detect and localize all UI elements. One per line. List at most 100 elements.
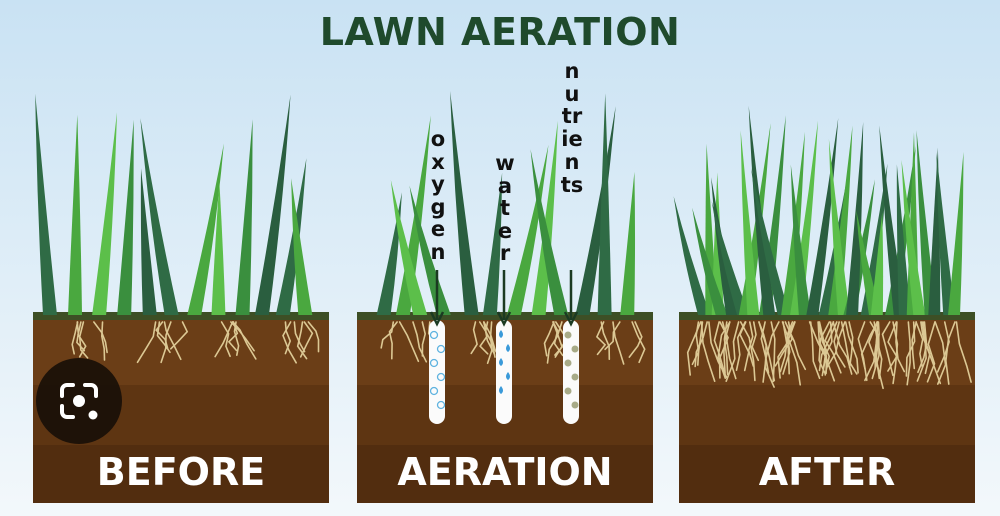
soil-bottom-layer (357, 445, 653, 503)
root (543, 321, 555, 357)
grass-blade (35, 93, 58, 315)
lens-search-icon (60, 383, 98, 420)
root (232, 321, 257, 360)
root (926, 321, 936, 383)
grass-blade (936, 152, 956, 315)
tube-water (496, 270, 512, 424)
grass-blade (531, 120, 558, 316)
turf-strip (33, 312, 329, 320)
grass-blade (68, 114, 83, 315)
oxygen-bubble (436, 344, 446, 354)
root (307, 321, 320, 353)
grass (35, 93, 313, 316)
root (762, 321, 780, 383)
root (818, 321, 831, 374)
tube-oxygen (429, 270, 446, 424)
root (868, 321, 884, 390)
grass-blade (916, 130, 937, 315)
root (936, 321, 950, 373)
root (77, 321, 87, 358)
grass-blade (409, 185, 451, 315)
roots (686, 321, 972, 390)
nutrient-dot (571, 345, 579, 353)
roots (71, 321, 320, 364)
root (887, 321, 898, 372)
root (694, 321, 708, 368)
root (293, 321, 306, 353)
grass-blade (620, 171, 636, 315)
root (486, 321, 493, 365)
root (895, 321, 906, 373)
grass-blade (692, 207, 728, 315)
root (758, 321, 776, 382)
grass-blade (806, 118, 839, 315)
root (934, 321, 947, 385)
root (723, 321, 729, 376)
root (695, 321, 700, 366)
nutrient-dot (564, 359, 572, 367)
root (917, 321, 928, 374)
root (739, 321, 750, 372)
grass-blade (140, 168, 157, 315)
oxygen-bubble (436, 400, 446, 410)
grass-blade (275, 158, 307, 315)
grass-blade (390, 180, 428, 315)
root (700, 321, 716, 382)
root (398, 321, 420, 363)
panel-after (673, 105, 975, 503)
root (78, 321, 89, 359)
root (777, 321, 788, 379)
root (760, 321, 770, 374)
root (713, 321, 726, 376)
grass-blade (856, 210, 881, 315)
root (817, 321, 828, 375)
arrow-head (429, 311, 445, 327)
oxygen-bubble (436, 372, 446, 382)
root (770, 321, 776, 383)
nutrient-dot (571, 401, 579, 409)
root (922, 321, 942, 385)
root (781, 321, 801, 386)
diagram-title: LAWN AERATION (319, 10, 681, 54)
lens-search-button[interactable] (36, 358, 122, 444)
flow-label-nutrients: nutrients (560, 59, 584, 197)
oxygen-bubble (429, 386, 439, 396)
grass-blade (781, 131, 805, 315)
flow-label-oxygen: oxygen (430, 127, 446, 264)
root (233, 321, 240, 356)
soil-mid-layer (679, 385, 975, 445)
root (470, 321, 478, 355)
grass-blade (597, 93, 612, 315)
soil-bottom-layer (33, 445, 329, 503)
root (220, 321, 231, 358)
root (421, 321, 427, 357)
water-droplet (499, 386, 503, 394)
root (915, 321, 924, 368)
grass-blade (254, 94, 291, 315)
root (546, 321, 563, 364)
grass-blade (450, 90, 479, 315)
water-droplet (506, 372, 510, 380)
nutrient-dot (564, 331, 572, 339)
grass-blade (901, 160, 926, 315)
root (160, 321, 172, 364)
grass-blade (482, 172, 503, 315)
root (911, 321, 918, 370)
grass-blade (140, 118, 179, 316)
panel-label-before: BEFORE (96, 450, 266, 494)
oxygen-bubble (429, 358, 439, 368)
grass-blade (117, 119, 134, 315)
root (600, 321, 611, 360)
root (844, 321, 859, 374)
root (840, 321, 858, 375)
grass-blade (896, 164, 911, 315)
grass-blade (790, 164, 811, 315)
grass (673, 105, 964, 315)
grass-blade (948, 151, 964, 315)
nutrient-dot (564, 387, 572, 395)
root (163, 321, 182, 361)
grass-blade (575, 106, 616, 315)
root (857, 321, 868, 382)
panel-before (33, 93, 329, 503)
